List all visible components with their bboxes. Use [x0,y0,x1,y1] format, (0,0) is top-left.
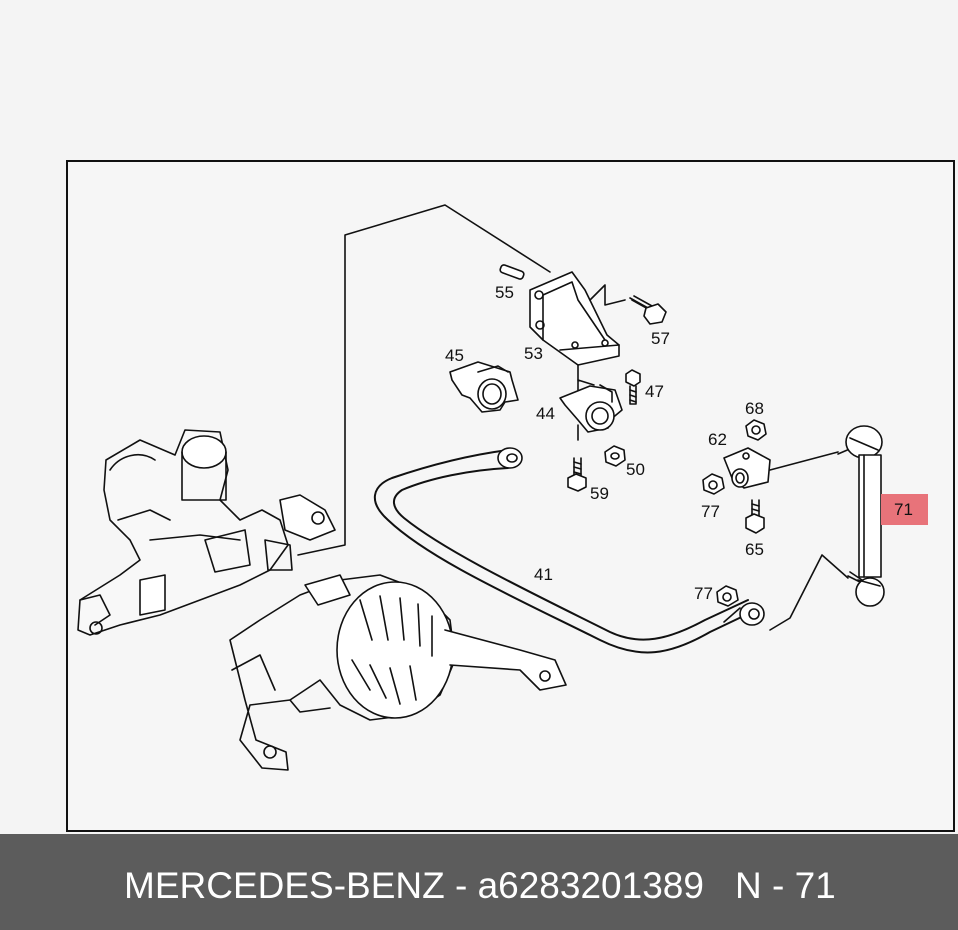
rear-axle-housing [77,429,336,636]
part-label-59: 59 [590,484,609,503]
part-label-45: 45 [445,346,464,365]
part-label-57: 57 [651,329,670,348]
part-label-41: 41 [534,565,553,584]
nut-part [716,585,739,607]
part-label-77-lower: 77 [694,584,713,603]
bushing-part [449,361,519,413]
bolt-part [745,499,765,534]
part-label-62: 62 [708,430,727,449]
part-label-71: 71 [894,500,913,519]
part-label-77-upper: 77 [701,502,720,521]
nut-part [745,419,767,441]
part-label-68: 68 [745,399,764,418]
footer-bar [0,834,958,930]
footer-reference: N - 71 [735,865,836,906]
part-label-53: 53 [524,344,543,363]
callout-outline-right [769,554,849,631]
nut-part [604,445,626,467]
stabilizer-bar-part [373,447,765,654]
bolt-part [625,369,641,405]
part-label-47: 47 [645,382,664,401]
part-label-50: 50 [626,460,645,479]
pin-part [499,264,525,280]
bolt-part [629,295,667,325]
part-label-55: 55 [495,283,514,302]
callout-outline [297,204,551,556]
clamp-part [559,364,623,433]
mounting-bracket-part [529,271,626,366]
footer-part-number: MERCEDES-BENZ - a6283201389 [124,865,704,906]
part-label-65: 65 [745,540,764,559]
link-bracket-part [723,447,839,489]
bolt-part [567,424,587,492]
part-label-44: 44 [536,404,555,423]
highlight-box [881,494,928,525]
nut-part [702,473,725,495]
differential-housing [229,574,567,771]
stabilizer-link-part [837,425,885,607]
